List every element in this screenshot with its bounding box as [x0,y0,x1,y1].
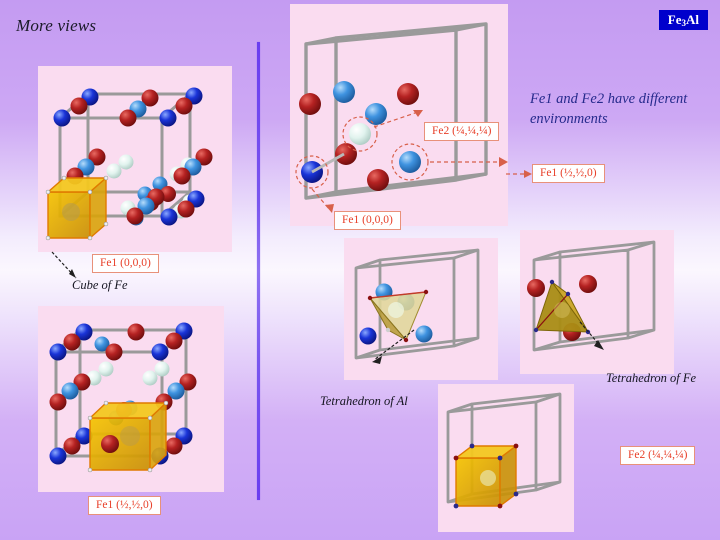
atom-light-blue [365,103,387,125]
highlight-ring-fe1-half [391,143,429,181]
callout-fe2-quarter-cube: Fe2 (¼,¼,¼) [620,446,696,465]
tetrahedron-al-shape [367,289,429,343]
tetra-fe-svg [527,240,656,352]
page-title: More views [16,16,97,35]
leader-arrow-fe1-half [506,170,532,178]
diagram-unit-cell-body-cube [38,306,224,492]
arrow-fe1-half [499,157,508,167]
tetrahedron-fe-shape [533,279,591,335]
diagram-tetrahedron-al [344,238,498,380]
highlighted-body-cube [87,400,169,473]
headline-text: Fe1 and Fe2 have different environments [530,91,688,127]
callout-fe2-quarter-main: Fe2 (¼,¼,¼) [424,122,500,141]
callout-fe1-half-bottom-left: Fe1 (½,½,0) [88,496,161,515]
unit-cell-svg [45,87,213,241]
highlight-ring-fe1-origin [295,155,329,189]
unit-cell-body-svg [49,322,197,473]
formula-badge: Fe3Al [658,10,708,30]
formula-badge-suffix: Al [686,12,699,27]
callout-fe1-half-main: Fe1 (½,½,0) [532,164,605,183]
annotation-tetrahedron-fe: Tetrahedron of Fe [606,371,697,385]
atom-fe2-white [349,123,371,145]
fe2-cube-svg [446,392,562,509]
formula-badge-prefix: Fe [667,12,682,27]
atom-dark-red [397,83,419,105]
highlighted-fe-cube [45,175,109,241]
callout-fe1-origin-main: Fe1 (0,0,0) [334,211,401,230]
fe2-highlight-cube [453,443,519,509]
callout-fe1-origin-top-left: Fe1 (0,0,0) [92,254,159,273]
atom-dark-red [335,143,357,165]
vertical-divider [257,42,260,500]
highlight-ring-fe2 [342,116,378,152]
tetra-al-svg [354,248,480,364]
annotation-cube-of-fe: Cube of Fe [72,278,128,292]
formula-badge-subscript: 3 [681,18,687,28]
diagram-tetrahedron-fe [520,230,674,374]
diagram-unit-cell-fe-cube [38,66,232,252]
main-unit-cell-svg [295,22,508,213]
atom-dark-red [299,93,321,115]
arrow-fe1-origin [325,204,334,213]
diagram-fe2-cube [438,384,574,532]
leader-line-cube-of-fe [51,251,77,279]
atom-fe1-blue [301,161,323,183]
diagram-main-unit-cell [290,4,508,226]
leader-fe2 [373,111,419,128]
annotation-tetrahedron-al: Tetrahedron of Al [320,394,408,408]
arrow-fe2 [413,110,423,117]
atom-light-blue [399,151,421,173]
